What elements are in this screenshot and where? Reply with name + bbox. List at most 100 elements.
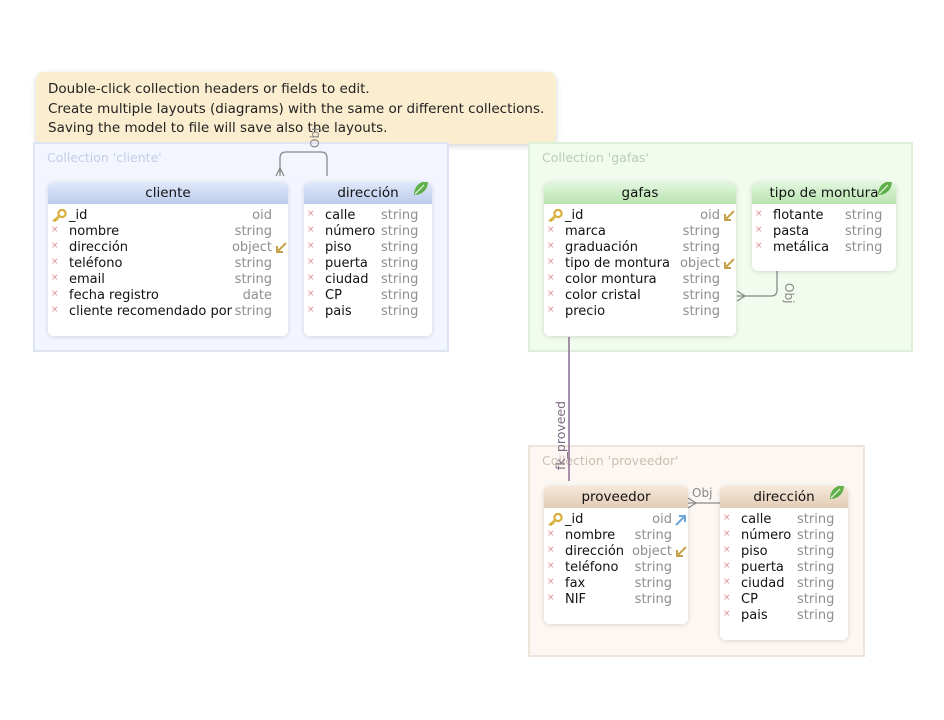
field-type: string bbox=[634, 560, 672, 575]
table-header[interactable]: dirección bbox=[720, 486, 848, 508]
table-proveedor[interactable]: proveedor _id oid × nombre string × direcc… bbox=[544, 486, 688, 624]
field-type: string bbox=[682, 240, 720, 255]
nested-object-arrow-icon[interactable] bbox=[722, 257, 736, 276]
field-row[interactable]: _id oid bbox=[544, 512, 688, 528]
field-name: metálica bbox=[773, 240, 830, 255]
field-name: CP bbox=[741, 592, 758, 607]
required-marker-icon: × bbox=[307, 289, 315, 299]
table-header[interactable]: cliente bbox=[48, 182, 288, 204]
required-marker-icon: × bbox=[547, 593, 555, 603]
field-type: string bbox=[381, 224, 419, 239]
relation-label[interactable]: Obj bbox=[692, 486, 713, 500]
field-row[interactable]: × nombre string bbox=[48, 224, 288, 240]
collection-title: Collection 'gafas' bbox=[542, 150, 649, 165]
table-header[interactable]: dirección bbox=[304, 182, 432, 204]
field-row[interactable]: × dirección object bbox=[544, 544, 688, 560]
field-type: string bbox=[797, 608, 835, 623]
relation-label[interactable]: Obj bbox=[308, 127, 322, 148]
required-marker-icon: × bbox=[51, 289, 59, 299]
nested-object-arrow-icon[interactable] bbox=[274, 241, 288, 260]
field-type: string bbox=[381, 240, 419, 255]
field-name: ciudad bbox=[741, 576, 785, 591]
required-marker-icon: × bbox=[547, 273, 555, 283]
relation-label[interactable]: Obj bbox=[782, 283, 796, 304]
hint-line: Create multiple layouts (diagrams) with … bbox=[48, 100, 545, 117]
field-type: string bbox=[797, 560, 835, 575]
fk-relation-label[interactable]: fk_proveed bbox=[553, 400, 568, 470]
field-name: _id bbox=[565, 512, 584, 527]
table-cliente[interactable]: cliente _id oid × nombre string × direcc… bbox=[48, 182, 288, 336]
field-row[interactable]: _id oid bbox=[544, 208, 736, 224]
field-type: string bbox=[797, 592, 835, 607]
field-row[interactable]: × color montura string bbox=[544, 272, 736, 288]
field-row[interactable]: × email string bbox=[48, 272, 288, 288]
field-type: string bbox=[634, 528, 672, 543]
field-type: string bbox=[634, 592, 672, 607]
field-row[interactable]: × teléfono string bbox=[48, 256, 288, 272]
required-marker-icon: × bbox=[723, 529, 731, 539]
field-name: teléfono bbox=[69, 256, 123, 271]
referenced-by-arrow-icon[interactable] bbox=[674, 513, 688, 532]
field-row[interactable]: × cliente recomendado por string bbox=[48, 304, 288, 320]
table-header[interactable]: proveedor bbox=[544, 486, 688, 508]
field-name: pais bbox=[325, 304, 352, 319]
required-marker-icon: × bbox=[307, 273, 315, 283]
required-marker-icon: × bbox=[547, 305, 555, 315]
field-name: color montura bbox=[565, 272, 657, 287]
field-row[interactable]: _id oid bbox=[48, 208, 288, 224]
required-marker-icon: × bbox=[547, 561, 555, 571]
required-marker-icon: × bbox=[547, 545, 555, 555]
field-name: calle bbox=[325, 208, 356, 223]
field-name: _id bbox=[69, 208, 88, 223]
field-row[interactable]: × dirección object bbox=[48, 240, 288, 256]
field-type: string bbox=[381, 304, 419, 319]
field-name: color cristal bbox=[565, 288, 641, 303]
required-marker-icon: × bbox=[547, 225, 555, 235]
field-type: string bbox=[682, 272, 720, 287]
field-name: nombre bbox=[69, 224, 120, 239]
field-name: CP bbox=[325, 288, 342, 303]
reference-arrow-icon[interactable] bbox=[722, 209, 736, 228]
field-name: graduación bbox=[565, 240, 638, 255]
field-name: nombre bbox=[565, 528, 616, 543]
field-type: string bbox=[845, 240, 883, 255]
field-row[interactable]: × fecha registro date bbox=[48, 288, 288, 304]
field-row[interactable]: × tipo de montura object bbox=[544, 256, 736, 272]
required-marker-icon: × bbox=[307, 257, 315, 267]
field-type: string bbox=[682, 224, 720, 239]
table-header[interactable]: tipo de montura bbox=[752, 182, 896, 204]
required-marker-icon: × bbox=[307, 241, 315, 251]
table-header[interactable]: gafas bbox=[544, 182, 736, 204]
required-marker-icon: × bbox=[51, 241, 59, 251]
nested-object-arrow-icon[interactable] bbox=[674, 545, 688, 564]
